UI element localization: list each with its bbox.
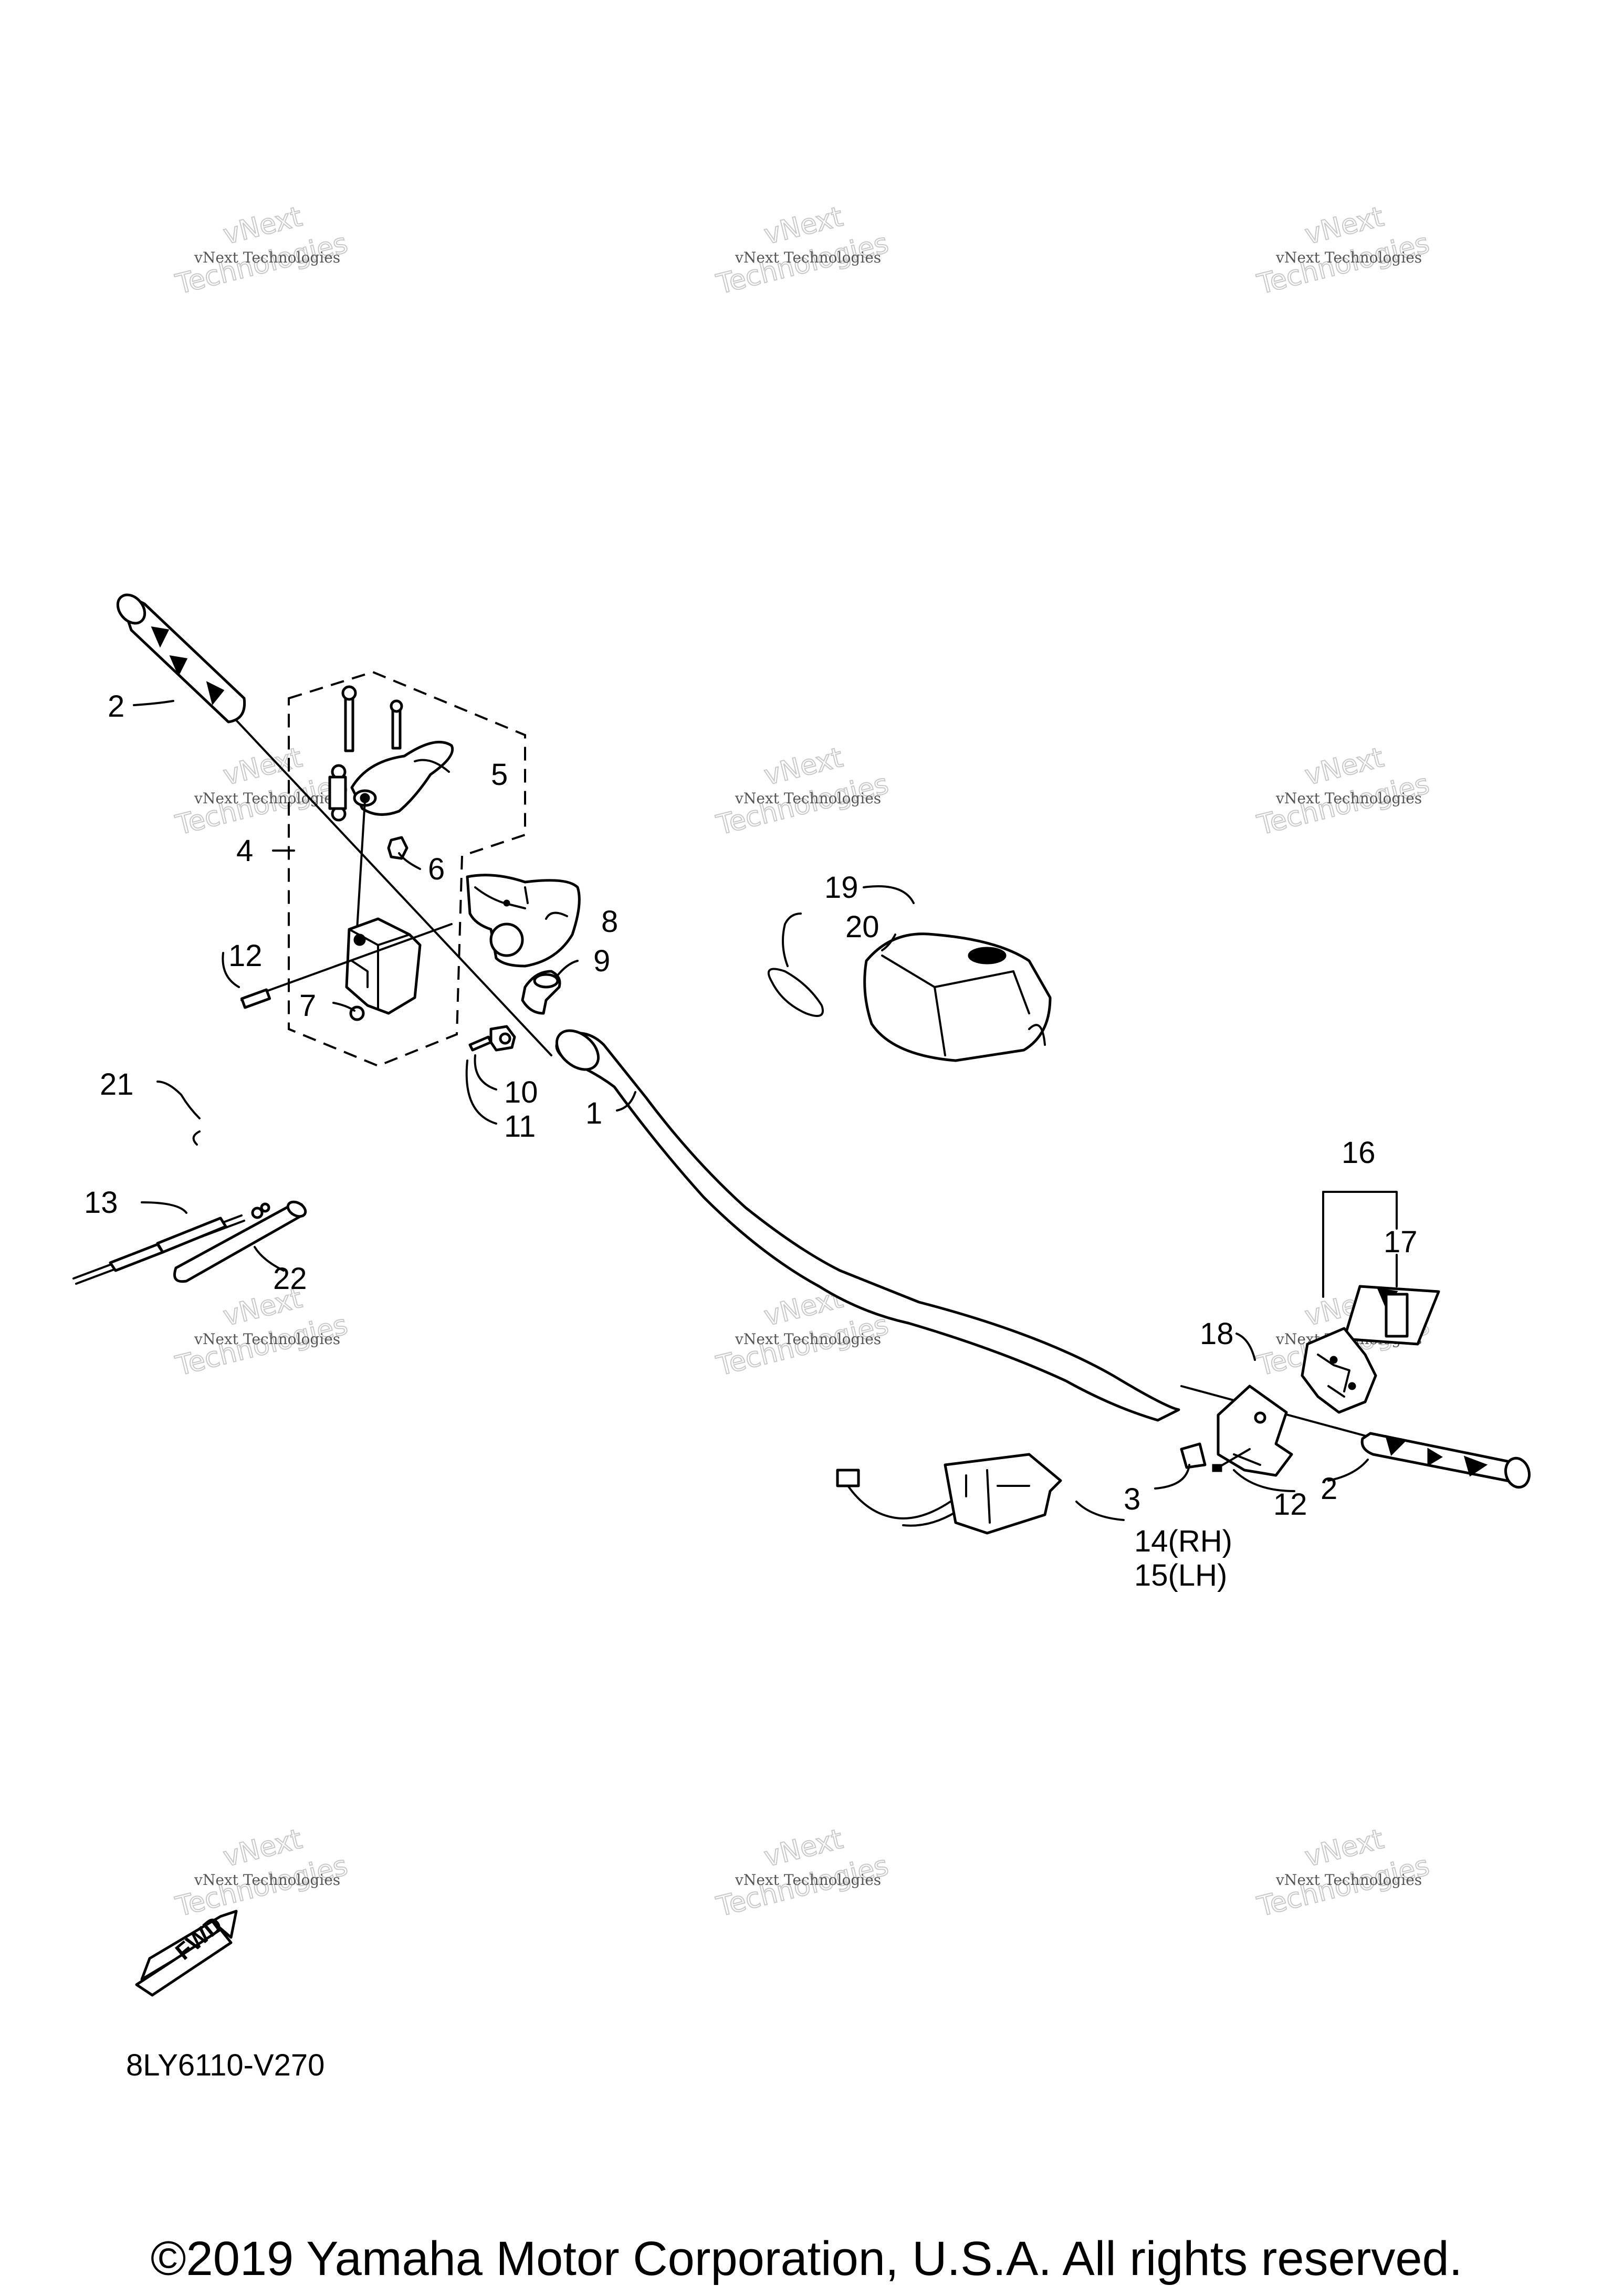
svg-text:vNext Technologies: vNext Technologies: [194, 249, 340, 266]
callout-4: 4: [236, 834, 253, 868]
svg-text:vNext Technologies: vNext Technologies: [1275, 790, 1422, 807]
watermark: Technologies vNext vNext Technologies: [1253, 201, 1433, 301]
throttle-housing: [1301, 1285, 1440, 1414]
callout-22: 22: [273, 1262, 307, 1296]
master-cylinder-holder: [345, 917, 422, 1021]
watermark: Technologies vNext vNext Technologies: [1253, 741, 1433, 842]
copyright-notice: ©2019 Yamaha Motor Corporation, U.S.A. A…: [150, 2232, 1463, 2285]
callout-2-right: 2: [1321, 1472, 1337, 1506]
handlebar: [555, 1032, 1180, 1422]
leader-lines: [133, 700, 1398, 1521]
throttle-housing-lower: [1217, 1385, 1293, 1477]
wire-harness: [836, 1453, 1062, 1535]
callout-12-right: 12: [1273, 1487, 1307, 1522]
callout-7: 7: [299, 989, 316, 1023]
brake-lever: [350, 740, 454, 816]
svg-text:vNext Technologies: vNext Technologies: [735, 249, 881, 266]
watermark: Technologies vNext vNext Technologies: [713, 201, 892, 301]
watermark-grid: Technologies vNext vNext Technologies Te…: [172, 201, 1433, 1924]
callout-12-left: 12: [228, 939, 263, 973]
watermark: Technologies vNext vNext Technologies: [713, 741, 892, 842]
callout-3: 3: [1124, 1482, 1140, 1516]
switch-housing: [466, 874, 581, 968]
callout-18: 18: [1200, 1317, 1234, 1351]
svg-text:vNext Technologies: vNext Technologies: [735, 1330, 881, 1348]
svg-text:vNext Technologies: vNext Technologies: [1275, 249, 1422, 266]
callout-10: 10: [504, 1075, 538, 1109]
assembly-axis-line: [219, 703, 552, 1056]
svg-text:vNext Technologies: vNext Technologies: [194, 790, 340, 807]
callout-19: 19: [824, 871, 858, 905]
handlebar-end: [556, 1029, 600, 1071]
lever-assembly-outline: [288, 670, 526, 1067]
watermark: Technologies vNext vNext Technologies: [1253, 1823, 1433, 1924]
throttle-cable: [72, 1130, 270, 1285]
callout-9: 9: [593, 944, 610, 978]
diagram-code: 8LY6110-V270: [126, 2048, 325, 2082]
circlip: [767, 968, 824, 1017]
pivot-washers: [328, 764, 347, 822]
right-grip: [1360, 1432, 1531, 1489]
svg-text:vNext Technologies: vNext Technologies: [194, 1330, 340, 1348]
callout-8: 8: [601, 905, 618, 939]
svg-text:vNext Technologies: vNext Technologies: [1275, 1871, 1422, 1889]
callout-1: 1: [585, 1096, 602, 1130]
svg-text:vNext Technologies: vNext Technologies: [194, 1871, 340, 1889]
watermark: Technologies vNext vNext Technologies: [713, 1823, 892, 1924]
callout-6: 6: [428, 852, 445, 886]
switch-knob: [521, 970, 561, 1015]
callout-21: 21: [100, 1067, 134, 1102]
fwd-arrow-icon: FWD: [135, 1910, 238, 1997]
watermark: Technologies vNext vNext Technologies: [172, 201, 351, 301]
svg-text:vNext Technologies: vNext Technologies: [735, 790, 881, 807]
callout-20: 20: [845, 910, 879, 944]
bar-end-cap: [1180, 1442, 1207, 1469]
callout-11: 11: [504, 1109, 536, 1144]
nut: [356, 800, 409, 930]
callout-17: 17: [1384, 1225, 1418, 1259]
end-weight-cover: [863, 932, 1052, 1062]
watermark: Technologies vNext vNext Technologies: [172, 741, 351, 842]
bolt-right: [1212, 1448, 1251, 1472]
svg-text:vNext Technologies: vNext Technologies: [735, 1871, 881, 1889]
bolt-left-head: [240, 988, 271, 1009]
bolt-pins: [341, 685, 403, 752]
cable-tube: [173, 1200, 307, 1283]
watermark: Technologies vNext vNext Technologies: [172, 1282, 351, 1383]
callout-16: 16: [1342, 1136, 1376, 1170]
left-grip: [116, 593, 246, 724]
small-switch: [468, 1025, 516, 1052]
callout-5: 5: [491, 758, 508, 792]
callout-14: 14(RH): [1134, 1524, 1232, 1558]
callout-13: 13: [84, 1186, 118, 1220]
callout-2-left: 2: [108, 689, 124, 724]
callouts: 2 5 4 6 8 9 12 7 10 11 1 21 13 22 19 20 …: [84, 689, 1418, 1592]
callout-15: 15(LH): [1134, 1558, 1227, 1592]
watermark: Technologies vNext vNext Technologies: [172, 1823, 351, 1924]
bolt-left: [240, 923, 453, 1001]
